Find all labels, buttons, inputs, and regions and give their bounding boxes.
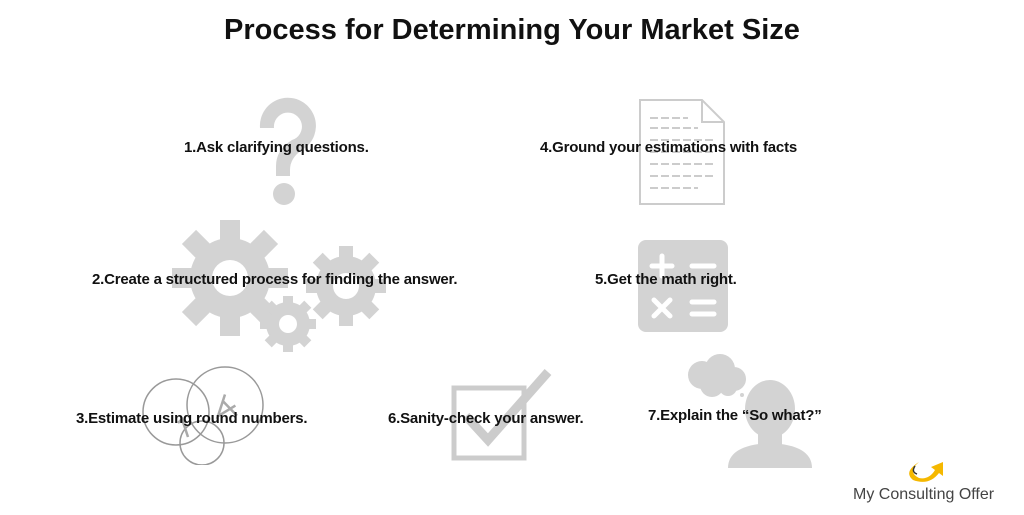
- page-title: Process for Determining Your Market Size: [224, 14, 800, 46]
- step-6-label: 6.Sanity-check your answer.: [388, 410, 584, 427]
- checkbox-icon: [451, 369, 552, 461]
- brand-logo-icon: [909, 462, 943, 482]
- step-7-label: 7.Explain the “So what?”: [648, 407, 822, 424]
- question-mark-icon: [259, 97, 316, 205]
- step-3-label: 3.Estimate using round numbers.: [76, 410, 308, 427]
- digit-marks-icon: [177, 394, 238, 438]
- document-icon: [639, 99, 725, 205]
- step-4-label: 4.Ground your estimations with facts: [540, 139, 798, 156]
- thinking-person-icon: [688, 354, 812, 468]
- step-1-label: 1.Ask clarifying questions.: [184, 139, 369, 156]
- circles-icon: [142, 366, 264, 465]
- calculator-icon: [638, 240, 728, 332]
- gears-icon: [172, 220, 386, 352]
- step-5-label: 5.Get the math right.: [595, 271, 737, 288]
- step-2-label: 2.Create a structured process for findin…: [92, 271, 458, 288]
- brand-name: My Consulting Offer: [853, 486, 995, 503]
